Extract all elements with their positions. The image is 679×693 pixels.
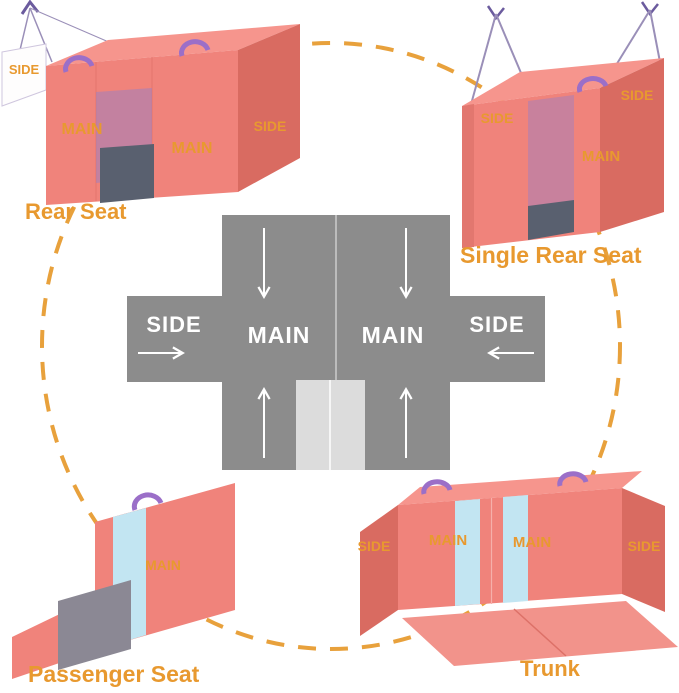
rear-seat-main-label-right: MAIN (172, 140, 213, 157)
headrest-hook-icon (20, 0, 40, 15)
single-rear-main-label: MAIN (582, 148, 620, 165)
passenger-seat-illustration: MAIN Passenger Seat (12, 483, 235, 687)
passenger-seat-caption: Passenger Seat (28, 661, 200, 687)
carry-handle-icon (63, 55, 95, 73)
rear-seat-side-face-right (238, 24, 300, 192)
side-flap-right (450, 296, 545, 382)
passenger-flap-gray-panel (58, 580, 131, 670)
carry-handle-icon (131, 492, 164, 511)
center-main-left-label: MAIN (248, 322, 311, 348)
rear-seat-side-label-left: SIDE (9, 62, 40, 77)
single-rear-top-face (462, 58, 664, 106)
headrest-hook-icon (486, 5, 505, 21)
center-side-left-label: SIDE (146, 312, 201, 337)
hanging-strap (29, 7, 119, 47)
trunk-blue-stripe (503, 495, 528, 603)
single-rear-side-face-right (600, 58, 664, 232)
rear-seat-top-face (46, 24, 300, 66)
trunk-side-label-left: SIDE (358, 538, 391, 554)
storage-pocket (100, 144, 154, 203)
single-rear-left-edge-shade (462, 104, 474, 248)
trunk-main-label-left: MAIN (429, 532, 467, 549)
dashed-circle (40, 41, 622, 651)
rear-seat-side-label-right: SIDE (254, 118, 287, 134)
side-flap-left (127, 296, 222, 382)
trunk-illustration: SIDE MAIN MAIN SIDE Trunk (358, 471, 678, 681)
rear-seat-illustration: SIDE MAIN MAIN SIDE Rear Seat (1, 0, 300, 224)
trunk-top-face (398, 471, 642, 505)
rear-seat-main-label-left: MAIN (62, 121, 103, 138)
lid-seam (513, 608, 567, 657)
hanging-strap (29, 7, 53, 63)
center-side-right-label: SIDE (469, 312, 524, 337)
single-rear-side-label-right: SIDE (621, 87, 654, 103)
trunk-blue-stripe (455, 499, 480, 606)
carry-handle-icon (576, 76, 609, 93)
center-main-right-label: MAIN (362, 322, 425, 348)
trunk-caption: Trunk (520, 656, 581, 681)
carry-handle-icon (557, 471, 589, 487)
trunk-main-label-right: MAIN (513, 534, 551, 551)
hanging-strap (649, 9, 661, 63)
single-rear-seat-illustration: SIDE MAIN SIDE Single Rear Seat (460, 1, 664, 268)
trunk-side-face-right (622, 488, 665, 612)
rear-seat-caption: Rear Seat (25, 199, 127, 224)
passenger-main-label: MAIN (145, 557, 181, 573)
trunk-side-label-right: SIDE (628, 538, 661, 554)
single-rear-seat-caption: Single Rear Seat (460, 242, 642, 268)
storage-pocket (528, 200, 574, 240)
mesh-window (528, 95, 574, 230)
hanging-strap (469, 13, 497, 109)
single-rear-side-label-left: SIDE (481, 110, 514, 126)
carry-handle-icon (179, 39, 211, 57)
center-diagram: MAIN MAIN SIDE SIDE (127, 215, 545, 470)
trunk-side-face-left (360, 505, 398, 636)
carry-handle-icon (421, 479, 453, 495)
hanging-strap (495, 13, 525, 81)
